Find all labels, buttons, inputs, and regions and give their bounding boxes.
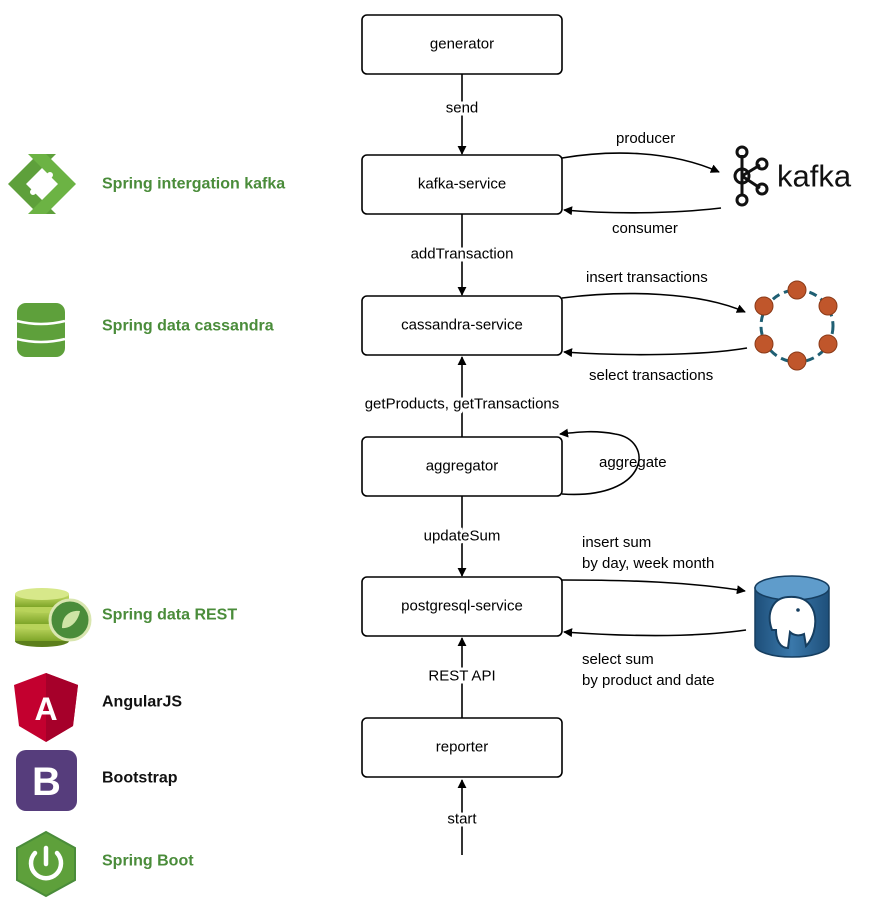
cassandra-service-box: cassandra-service — [361, 295, 563, 356]
power-hexagon-icon — [16, 830, 76, 898]
edge-label-add-transaction: addTransaction — [411, 246, 514, 263]
cassandra-service-label: cassandra-service — [401, 317, 523, 334]
edge-label-insert-sum-1: insert sum — [582, 534, 651, 551]
edge-label-insert-sum-2: by day, week month — [582, 555, 714, 572]
postgresql-service-box: postgresql-service — [361, 576, 563, 637]
edge-label-select-sum-2: by product and date — [582, 672, 715, 689]
edge-label-insert-transactions: insert transactions — [586, 269, 708, 286]
edge-label-select-transactions: select transactions — [589, 367, 713, 384]
database-cylinder-icon — [16, 303, 66, 357]
tech-label-spring-data-rest: Spring data REST — [102, 607, 237, 624]
bootstrap-icon: B — [16, 750, 77, 811]
edge-select-transactions — [563, 347, 748, 358]
edge-label-send: send — [446, 100, 479, 117]
edge-producer — [561, 152, 720, 173]
edge-label-producer: producer — [616, 130, 675, 147]
spring-integration-icon — [8, 154, 76, 214]
reporter-box: reporter — [361, 717, 563, 778]
edge-label-get-products: getProducts, getTransactions — [365, 396, 560, 413]
tech-label-angularjs: AngularJS — [102, 694, 182, 711]
edge-label-rest-api: REST API — [428, 668, 495, 685]
edge-label-update-sum: updateSum — [424, 528, 501, 545]
edge-label-aggregate: aggregate — [599, 454, 667, 471]
edge-label-start: start — [447, 811, 477, 828]
tech-label-spring-data-cassandra: Spring data cassandra — [102, 318, 274, 335]
edge-label-consumer: consumer — [612, 220, 678, 237]
edge-aggregate-loop — [559, 428, 640, 496]
aggregator-box: aggregator — [361, 436, 563, 497]
postgresql-elephant-icon — [754, 575, 830, 658]
tech-label-bootstrap: Bootstrap — [102, 770, 178, 787]
tech-label-spring-integration-kafka: Spring intergation kafka — [102, 176, 285, 193]
edge-label-select-sum-1: select sum — [582, 651, 654, 668]
reporter-label: reporter — [436, 739, 489, 756]
cassandra-ring-icon — [754, 280, 838, 371]
spring-data-rest-icon — [15, 588, 92, 647]
generator-label: generator — [430, 36, 494, 53]
bootstrap-letter: B — [32, 760, 61, 804]
edge-select-sum — [563, 628, 747, 638]
kafka-service-label: kafka-service — [418, 176, 506, 193]
edge-insert-transactions — [561, 292, 746, 313]
kafka-logo-text: kafka — [777, 159, 852, 194]
kafka-service-box: kafka-service — [361, 154, 563, 215]
aggregator-label: aggregator — [426, 458, 499, 475]
edge-insert-sum — [561, 579, 746, 595]
kafka-logo-icon: kafka — [733, 145, 852, 207]
tech-label-spring-boot: Spring Boot — [102, 853, 194, 870]
generator-box: generator — [361, 14, 563, 75]
postgresql-service-label: postgresql-service — [401, 598, 523, 615]
angular-shield-icon: A — [14, 673, 78, 742]
angular-letter: A — [34, 691, 57, 727]
edge-consumer — [563, 206, 722, 216]
